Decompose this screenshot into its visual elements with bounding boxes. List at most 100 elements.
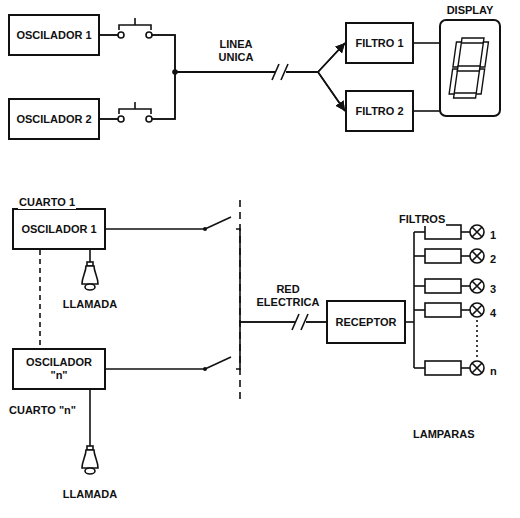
filter-box [425, 249, 461, 263]
label-slot: 4 [489, 303, 497, 321]
lamp-symbol [470, 361, 484, 375]
display-segment [480, 42, 489, 67]
lamp-cross [472, 363, 482, 373]
call-button-tip [85, 468, 95, 474]
switch-contact [118, 32, 124, 38]
lamp-cross [472, 251, 482, 261]
line-label: LINEA UNICA [210, 38, 262, 64]
lamp-wire [461, 309, 470, 311]
lamp-symbol [470, 249, 484, 263]
lamp-symbol [470, 225, 484, 239]
label-slot: 1 [489, 225, 497, 243]
display-segment [449, 69, 458, 94]
filter-feed-wire [406, 321, 414, 323]
lamp-cross [472, 305, 482, 315]
label-slot: FILTROS [398, 209, 446, 227]
filter-feed-wire [413, 232, 415, 368]
line-break-mark [292, 314, 308, 330]
switch-contact [146, 32, 152, 38]
switch-gap [205, 224, 236, 234]
push-button-symbol [119, 102, 151, 114]
display-frame [440, 20, 500, 116]
filter-box [425, 361, 461, 375]
switch-contact [146, 116, 152, 122]
filter-box [425, 303, 461, 317]
line-break-mark [272, 64, 288, 80]
lamp-wire [461, 367, 470, 369]
switch-blade [205, 217, 231, 229]
oscillator-box: OSCILADOR 1 [8, 14, 100, 56]
display-segment [453, 42, 462, 67]
filter-box [425, 225, 461, 239]
call-button-tip [85, 284, 95, 290]
switch-gap [121, 115, 149, 123]
lamp-wire [461, 255, 470, 257]
filter-wire [414, 285, 425, 287]
oscillator-box: OSCILADOR 2 [8, 98, 100, 140]
signal-wire [100, 35, 345, 111]
display-segment [461, 38, 484, 43]
call-cable [89, 250, 91, 262]
junction-dot [172, 69, 178, 75]
signal-wire [414, 42, 440, 44]
node-text: FILTRO 1 [355, 37, 403, 50]
lamp-number: 1 [489, 229, 497, 242]
oscillator-box: OSCILADOR 1 [12, 208, 106, 250]
filter-wire [414, 367, 425, 369]
switch-contact [118, 116, 124, 122]
signal-wire [106, 229, 326, 322]
dashed-link [39, 250, 41, 348]
connector-group [100, 35, 440, 369]
lamp-cross [472, 281, 482, 291]
display-segment [476, 69, 485, 94]
switch-blade [205, 357, 231, 369]
filter-box [425, 279, 461, 293]
mains-bus [239, 200, 241, 402]
label-slot: 2 [489, 249, 497, 267]
signal-wire [100, 72, 345, 119]
label-slot: CUARTO 1 [18, 192, 76, 210]
switch-gap [121, 31, 149, 39]
filter-wire [414, 309, 425, 311]
lamp-number: 3 [489, 283, 497, 296]
call-button-body [82, 450, 98, 468]
push-button-symbol [119, 18, 151, 30]
filter-wire [414, 231, 425, 233]
node-text: OSCILADOR 1 [21, 223, 96, 236]
node-text: RECEPTOR [336, 316, 397, 329]
group-label: FILTROS [398, 213, 446, 226]
filter-row [414, 249, 484, 263]
filter-row [414, 361, 484, 375]
lamp-number: n [489, 365, 498, 378]
filter-box: FILTRO 1 [345, 22, 414, 64]
room-label: CUARTO 1 [18, 196, 76, 209]
display-segment [457, 66, 480, 71]
label-slot: CUARTO "n" [8, 400, 77, 418]
call-button-body [82, 266, 98, 284]
display-unit: DISPLAY [440, 4, 500, 118]
label-slot: 3 [489, 279, 497, 297]
lamp-symbol [470, 279, 484, 293]
group-label: LAMPARAS [412, 428, 476, 441]
lamp-number: 2 [489, 253, 497, 266]
node-text: FILTRO 2 [355, 105, 403, 118]
lamp-cross [472, 227, 482, 237]
oscillator-box: OSCILADOR "n" [12, 348, 106, 390]
node-text: DISPLAY [447, 4, 494, 17]
node-text: OSCILADOR 2 [16, 113, 91, 126]
label-slot: LINEA UNICA [210, 38, 262, 65]
room-label: CUARTO "n" [8, 404, 77, 417]
display-segment [454, 93, 477, 98]
lamp-number: 4 [489, 307, 497, 320]
lamp-wire [461, 285, 470, 287]
filter-row [414, 225, 484, 239]
label-slot: RED ELECTRICA [252, 283, 324, 310]
lamp-wire [461, 231, 470, 233]
filter-row [414, 303, 484, 317]
node-text: OSCILADOR 1 [16, 29, 91, 42]
label-slot: n [489, 361, 498, 379]
filter-wire [414, 255, 425, 257]
filter-box: FILTRO 2 [345, 90, 414, 132]
